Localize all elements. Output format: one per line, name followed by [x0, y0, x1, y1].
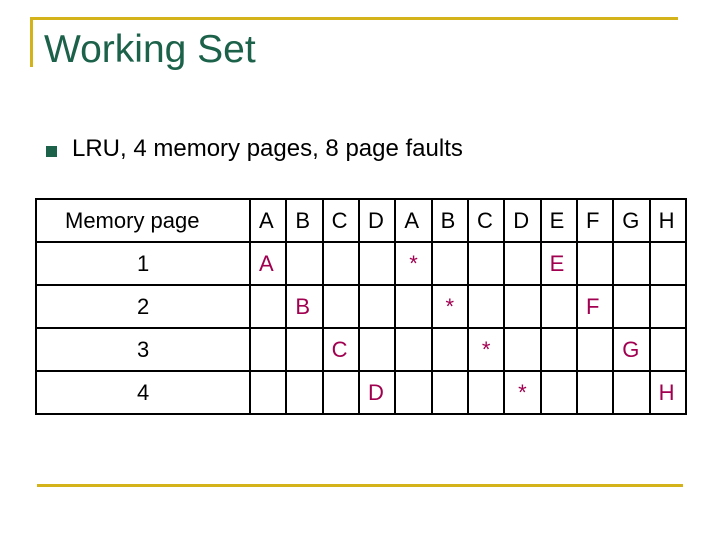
page-entry-cell — [612, 370, 651, 415]
page-entry-cell: E — [539, 241, 578, 286]
sequence-cell: B — [285, 198, 324, 243]
sequence-cell: A — [248, 198, 288, 243]
table-row: 4 D * H — [35, 370, 687, 415]
page-entry-cell — [248, 327, 288, 372]
page-entry-cell — [466, 241, 506, 286]
memory-page-label: 1 — [35, 241, 251, 286]
page-entry-cell — [503, 241, 542, 286]
memory-page-label: 2 — [35, 284, 251, 329]
page-entry-cell: G — [612, 327, 651, 372]
frame-bottom-rule — [37, 484, 683, 487]
bullet-square-icon — [46, 146, 57, 157]
frame-left-rule — [30, 17, 33, 67]
page-entry-cell — [648, 327, 687, 372]
page-entry-cell — [394, 370, 433, 415]
page-entry-cell — [285, 370, 324, 415]
page-entry-cell — [430, 370, 469, 415]
sequence-cell: G — [612, 198, 651, 243]
page-entry-cell — [285, 241, 324, 286]
page-entry-cell: A — [248, 241, 288, 286]
page-entry-cell — [357, 284, 397, 329]
page-entry-cell — [357, 241, 397, 286]
page-entry-cell: C — [321, 327, 360, 372]
sequence-cell: C — [321, 198, 360, 243]
page-entry-cell: F — [575, 284, 615, 329]
reference-marker: * — [394, 241, 433, 286]
reference-marker: * — [466, 327, 506, 372]
page-entry-cell: B — [285, 284, 324, 329]
sequence-cell: C — [466, 198, 506, 243]
header-label: Memory page — [35, 198, 251, 243]
page-entry-cell — [321, 370, 360, 415]
sequence-cell: D — [503, 198, 542, 243]
page-entry-cell — [285, 327, 324, 372]
sequence-cell: E — [539, 198, 578, 243]
page-entry-cell — [575, 370, 615, 415]
reference-marker: * — [503, 370, 542, 415]
page-entry-cell — [648, 241, 687, 286]
page-entry-cell — [648, 284, 687, 329]
page-entry-cell — [394, 284, 433, 329]
memory-page-label: 4 — [35, 370, 251, 415]
page-entry-cell — [539, 370, 578, 415]
sequence-cell: F — [575, 198, 615, 243]
page-entry-cell — [575, 241, 615, 286]
page-entry-cell — [503, 284, 542, 329]
page-entry-cell: D — [357, 370, 397, 415]
sequence-cell: B — [430, 198, 469, 243]
page-entry-cell — [503, 327, 542, 372]
page-entry-cell — [612, 241, 651, 286]
table-row: 3 C * G — [35, 327, 687, 372]
page-entry-cell — [321, 241, 360, 286]
reference-marker: * — [430, 284, 469, 329]
slide-title: Working Set — [44, 28, 256, 71]
page-entry-cell — [430, 241, 469, 286]
page-entry-cell — [466, 284, 506, 329]
page-entry-cell — [539, 327, 578, 372]
sequence-cell: D — [357, 198, 397, 243]
page-entry-cell: H — [648, 370, 687, 415]
page-entry-cell — [321, 284, 360, 329]
page-entry-cell — [539, 284, 578, 329]
page-entry-cell — [575, 327, 615, 372]
sequence-cell: H — [648, 198, 687, 243]
page-entry-cell — [612, 284, 651, 329]
memory-page-label: 3 — [35, 327, 251, 372]
bullet-text: LRU, 4 memory pages, 8 page faults — [72, 135, 463, 162]
page-entry-cell — [466, 370, 506, 415]
page-entry-cell — [248, 370, 288, 415]
page-entry-cell — [248, 284, 288, 329]
page-entry-cell — [394, 327, 433, 372]
page-entry-cell — [430, 327, 469, 372]
sequence-cell: A — [394, 198, 433, 243]
page-entry-cell — [357, 327, 397, 372]
frame-top-rule — [30, 17, 678, 20]
